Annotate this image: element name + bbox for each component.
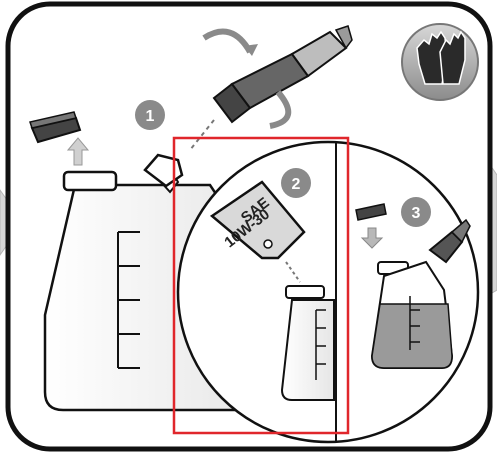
step-badge-3: 3 [401,197,431,227]
step-number-2: 2 [292,176,301,193]
cap [29,111,82,144]
step-badge-2: 2 [281,168,311,198]
arrow-up-icon [66,137,90,166]
oil-bottle: SAE 10W-30 [209,180,306,283]
step-number-3: 3 [412,205,421,222]
cap-step3 [355,203,387,221]
jug-step2 [280,285,335,401]
step-number-1: 1 [146,108,155,125]
gloves-icon [401,23,479,101]
dashed-guide-1 [189,119,215,151]
jug-step3 [370,218,471,369]
highlight-box [172,136,350,435]
spout [202,25,353,129]
arrow-down-icon [360,227,384,249]
step-badge-1: 1 [135,100,165,130]
